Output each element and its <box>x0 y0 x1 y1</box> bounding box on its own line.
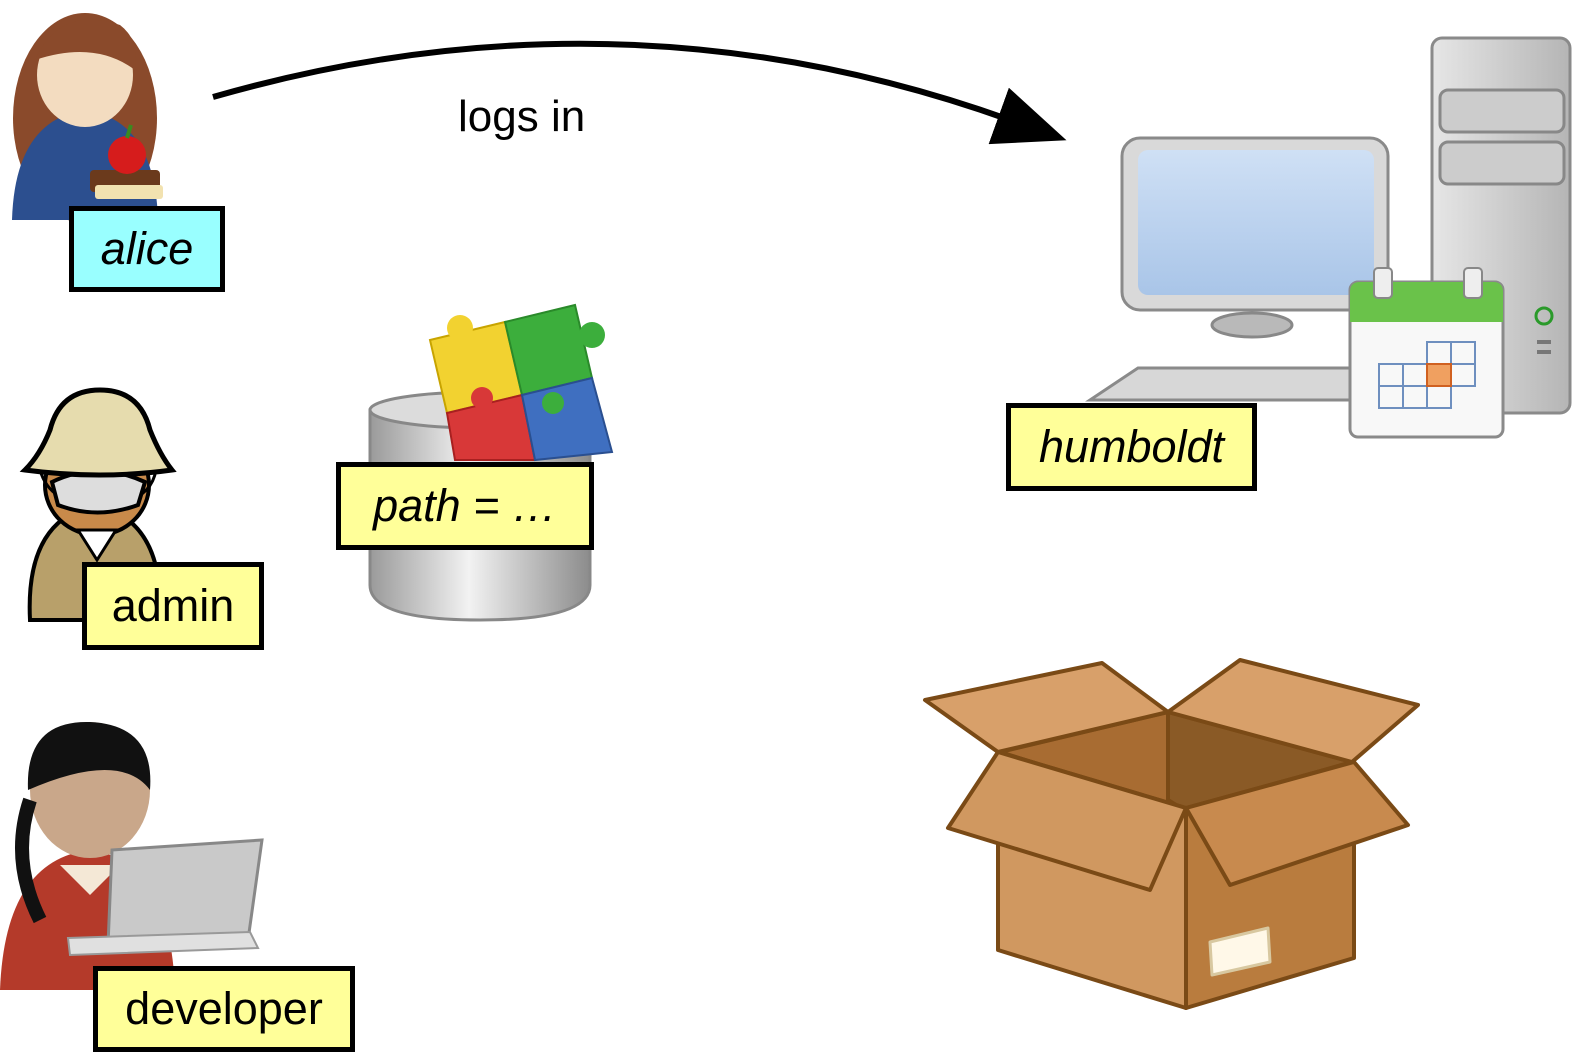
developer-avatar-icon <box>0 721 264 990</box>
alice-label: alice <box>69 206 225 292</box>
admin-label: admin <box>82 562 264 650</box>
calendar-icon <box>1348 267 1505 439</box>
logs-in-arrow <box>212 40 1067 145</box>
developer-label: developer <box>93 966 355 1052</box>
logs-in-caption: logs in <box>458 92 586 141</box>
host-label: humboldt <box>1006 403 1257 491</box>
config-path-label: path = … <box>336 462 594 550</box>
alice-avatar-icon <box>12 13 163 223</box>
box-icon <box>923 658 1420 1010</box>
puzzle-icon <box>428 303 614 462</box>
computer-icon <box>1085 36 1572 415</box>
